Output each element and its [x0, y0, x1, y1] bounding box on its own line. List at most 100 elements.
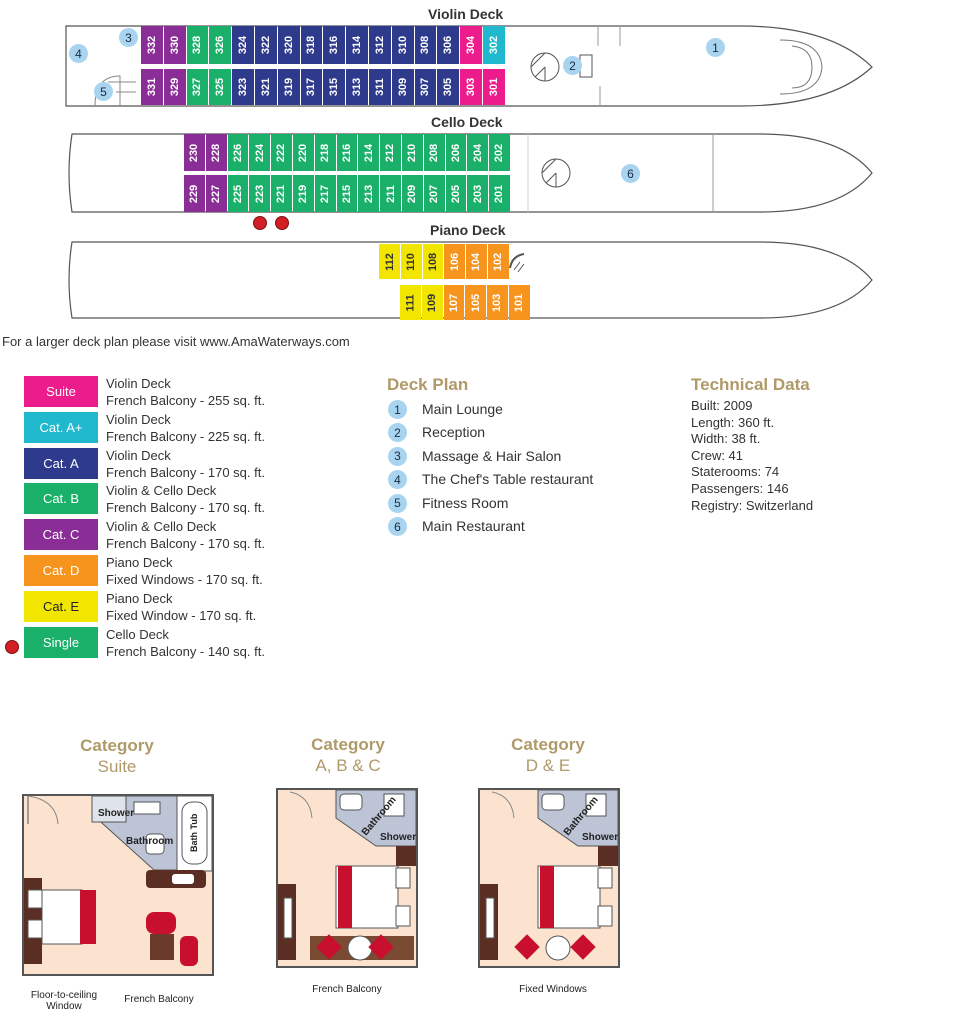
cabin-305[interactable]: 305 [437, 69, 460, 105]
cabin-101[interactable]: 101 [509, 285, 530, 320]
marker-2[interactable]: 2 [563, 56, 582, 75]
cabin-329[interactable]: 329 [163, 69, 186, 105]
cabin-226[interactable]: 226 [227, 134, 249, 171]
suite-shower-label: Shower [98, 808, 134, 819]
cabin-228[interactable]: 228 [205, 134, 227, 171]
cabin-316[interactable]: 316 [323, 26, 346, 64]
cabin-110[interactable]: 110 [400, 244, 422, 279]
cabin-208[interactable]: 208 [423, 134, 445, 171]
category-word: Category [80, 736, 154, 755]
cabin-225[interactable]: 225 [227, 175, 249, 212]
cabin-number: 205 [449, 184, 462, 203]
cabin-209[interactable]: 209 [402, 175, 423, 212]
cabin-325[interactable]: 325 [209, 69, 232, 105]
cabin-214[interactable]: 214 [358, 134, 380, 171]
cabin-number: 331 [145, 77, 158, 97]
cabin-213[interactable]: 213 [358, 175, 380, 212]
cabin-320[interactable]: 320 [277, 26, 300, 64]
cabin-322[interactable]: 322 [255, 26, 277, 64]
cabin-313[interactable]: 313 [346, 69, 368, 105]
cabin-211[interactable]: 211 [380, 175, 401, 212]
cabin-310[interactable]: 310 [391, 26, 414, 64]
cabin-204[interactable]: 204 [467, 134, 489, 171]
number-marker-icon: 5 [388, 493, 407, 513]
legend-line: French Balcony - 170 sq. ft. [106, 500, 265, 516]
cabin-315[interactable]: 315 [323, 69, 346, 105]
cabin-212[interactable]: 212 [380, 134, 401, 171]
cabin-216[interactable]: 216 [336, 134, 358, 171]
marker-1[interactable]: 1 [706, 38, 725, 57]
cabin-112[interactable]: 112 [379, 244, 400, 279]
cabin-227[interactable]: 227 [205, 175, 227, 212]
cabin-201[interactable]: 201 [489, 175, 510, 212]
cabin-number: 317 [305, 77, 318, 97]
cabin-103[interactable]: 103 [487, 285, 508, 320]
marker-4[interactable]: 4 [69, 44, 88, 63]
cabin-306[interactable]: 306 [437, 26, 460, 64]
cabin-223[interactable]: 223 [249, 175, 271, 212]
cabin-327[interactable]: 327 [186, 69, 209, 105]
cabin-number: 102 [492, 252, 505, 271]
number-marker-icon: 6 [388, 517, 407, 536]
marker-5[interactable]: 5 [94, 82, 113, 101]
cabin-221[interactable]: 221 [271, 175, 292, 212]
violin-deck-title: Violin Deck [428, 6, 504, 22]
cabin-328[interactable]: 328 [186, 26, 209, 64]
cabin-206[interactable]: 206 [445, 134, 467, 171]
cabin-220[interactable]: 220 [293, 134, 314, 171]
cabin-301[interactable]: 301 [483, 69, 505, 105]
cabin-104[interactable]: 104 [466, 244, 487, 279]
cabin-307[interactable]: 307 [414, 69, 437, 105]
cabin-203[interactable]: 203 [467, 175, 489, 212]
cabin-332[interactable]: 332 [141, 26, 163, 64]
cabin-319[interactable]: 319 [277, 69, 300, 105]
cabin-224[interactable]: 224 [249, 134, 271, 171]
cabin-230[interactable]: 230 [184, 134, 205, 171]
cabin-205[interactable]: 205 [445, 175, 467, 212]
cabin-105[interactable]: 105 [465, 285, 487, 320]
cabin-number: 315 [328, 77, 341, 97]
cabin-106[interactable]: 106 [444, 244, 466, 279]
cabin-326[interactable]: 326 [209, 26, 232, 64]
number-marker-icon: 1 [388, 400, 407, 419]
cabin-102[interactable]: 102 [488, 244, 509, 279]
technical-data-line: Built: 2009 [691, 398, 753, 413]
cabin-number: 319 [282, 77, 295, 97]
cabin-number: 209 [406, 184, 419, 203]
cabin-309[interactable]: 309 [391, 69, 414, 105]
cabin-317[interactable]: 317 [300, 69, 323, 105]
cabin-324[interactable]: 324 [232, 26, 254, 64]
cabin-303[interactable]: 303 [460, 69, 482, 105]
cabin-318[interactable]: 318 [300, 26, 323, 64]
cabin-207[interactable]: 207 [423, 175, 445, 212]
cabin-215[interactable]: 215 [336, 175, 358, 212]
cabin-331[interactable]: 331 [141, 69, 163, 105]
cabin-311[interactable]: 311 [369, 69, 391, 105]
cabin-217[interactable]: 217 [314, 175, 336, 212]
cabin-302[interactable]: 302 [483, 26, 505, 64]
cabin-219[interactable]: 219 [293, 175, 314, 212]
cabin-107[interactable]: 107 [443, 285, 465, 320]
category-name: A, B & C [315, 756, 381, 775]
cabin-108[interactable]: 108 [422, 244, 444, 279]
cabin-308[interactable]: 308 [414, 26, 437, 64]
cabin-202[interactable]: 202 [489, 134, 510, 171]
cabin-314[interactable]: 314 [346, 26, 368, 64]
deck-plan-item-label: Fitness Room [422, 494, 509, 511]
cabin-218[interactable]: 218 [314, 134, 336, 171]
category-word: Category [311, 735, 385, 754]
cabin-330[interactable]: 330 [163, 26, 186, 64]
cabin-210[interactable]: 210 [402, 134, 423, 171]
cabin-222[interactable]: 222 [271, 134, 292, 171]
cabin-111[interactable]: 111 [400, 285, 421, 320]
cabin-109[interactable]: 109 [421, 285, 443, 320]
cabin-321[interactable]: 321 [255, 69, 277, 105]
cabin-312[interactable]: 312 [369, 26, 391, 64]
cabin-229[interactable]: 229 [184, 175, 205, 212]
cabin-number: 204 [471, 143, 484, 162]
marker-3[interactable]: 3 [119, 28, 138, 47]
cabin-323[interactable]: 323 [232, 69, 254, 105]
cabin-number: 230 [188, 143, 201, 162]
marker-6[interactable]: 6 [621, 164, 640, 183]
cabin-304[interactable]: 304 [460, 26, 482, 64]
